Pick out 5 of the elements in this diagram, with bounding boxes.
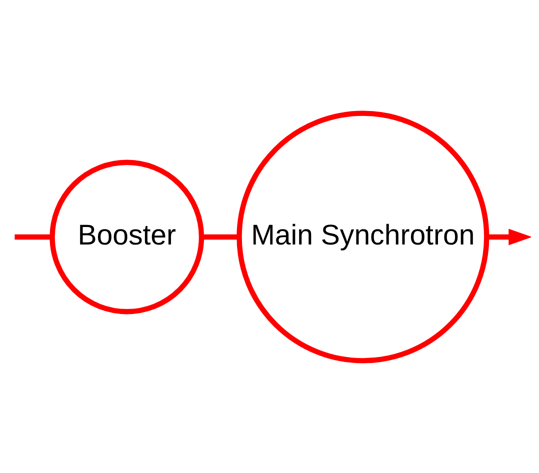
node-circle: Booster	[50, 159, 204, 314]
connector	[202, 234, 239, 240]
connector	[14, 234, 52, 240]
node-circle: Main Synchrotron	[236, 110, 490, 363]
arrow	[486, 228, 531, 245]
